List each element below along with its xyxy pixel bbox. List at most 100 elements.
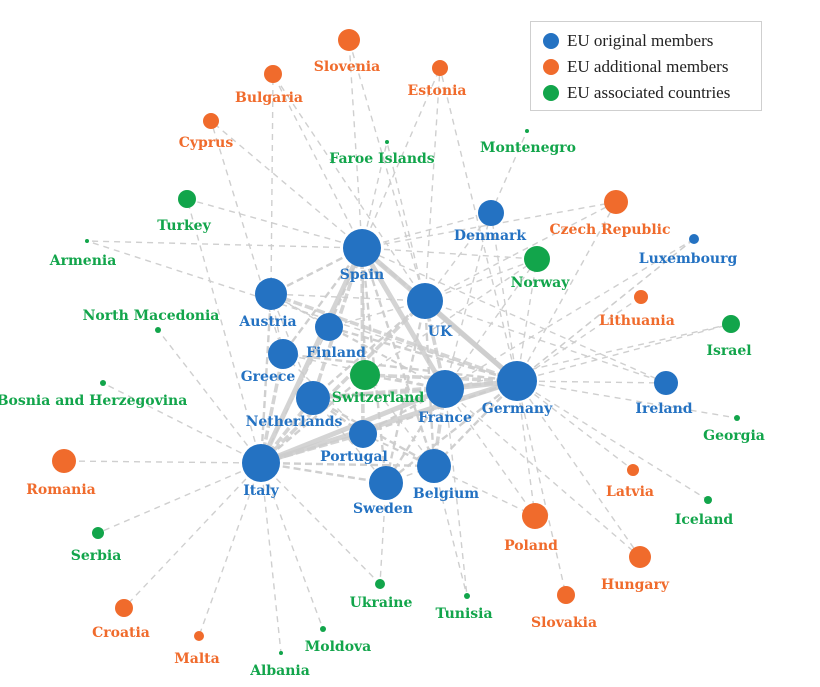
node-armenia <box>85 239 89 243</box>
node-label-faroe: Faroe Islands <box>329 151 435 167</box>
legend-marker-additional <box>543 59 559 75</box>
edge-norway-switzerland <box>364 258 538 376</box>
node-switzerland <box>350 360 380 390</box>
edge-germany-lithuania <box>516 296 642 382</box>
edge-spain-italy <box>258 246 365 465</box>
edge-germany-portugal <box>362 379 518 436</box>
edge-uk-austria <box>270 293 426 302</box>
edge-france-sweden <box>384 388 447 484</box>
edge-uk-faroe <box>386 141 426 302</box>
node-israel <box>722 315 740 333</box>
edge-greece-cyprus <box>210 120 284 355</box>
edge-portugal-poland <box>362 433 536 517</box>
node-label-croatia: Croatia <box>92 625 150 641</box>
node-label-romania: Romania <box>26 482 95 498</box>
node-bulgaria <box>264 65 282 83</box>
legend-marker-associated <box>543 85 559 101</box>
node-montenegro <box>525 129 529 133</box>
edge-france-israel <box>444 323 732 390</box>
edge-germany-belgium <box>433 380 518 467</box>
node-label-italy: Italy <box>243 483 279 499</box>
edge-spain-slovenia <box>348 39 363 249</box>
node-albania <box>279 651 283 655</box>
edge-denmark-france <box>444 212 492 390</box>
edge-ireland-spain <box>361 247 667 384</box>
node-faroe <box>385 140 389 144</box>
node-label-tunisia: Tunisia <box>435 606 492 622</box>
node-bosnia <box>100 380 106 386</box>
node-cyprus <box>203 113 219 129</box>
legend-marker-original <box>543 33 559 49</box>
edge-germany-hungary <box>516 380 641 558</box>
node-slovakia <box>557 586 575 604</box>
node-label-czech: Czech Republic <box>549 222 670 238</box>
edge-italy-sweden <box>260 461 387 485</box>
node-label-greece: Greece <box>241 369 296 385</box>
edge-italy-ukraine <box>260 462 381 585</box>
node-label-uk: UK <box>428 324 453 340</box>
node-austria <box>255 278 287 310</box>
edge-germany-czech <box>516 201 617 382</box>
node-moldova <box>320 626 326 632</box>
node-serbia <box>92 527 104 539</box>
node-label-iceland: Iceland <box>675 512 734 528</box>
node-georgia <box>734 415 740 421</box>
node-label-belgium: Belgium <box>413 486 479 502</box>
edge-luxembourg-france <box>444 238 695 390</box>
edge-germany-ireland <box>516 380 667 384</box>
node-label-finland: Finland <box>306 345 366 361</box>
edge-italy-croatia <box>123 462 262 609</box>
node-luxembourg <box>689 234 699 244</box>
node-label-moldova: Moldova <box>305 639 372 655</box>
node-label-bosnia: Bosnia and Herzegovina <box>0 393 187 409</box>
edge-spain-turkey <box>186 198 363 249</box>
edge-germany-iceland <box>516 380 709 501</box>
edge-uk-slovenia <box>348 39 426 302</box>
node-label-germany: Germany <box>482 401 553 417</box>
node-label-albania: Albania <box>249 663 310 679</box>
edge-germany-greece <box>282 352 518 383</box>
node-label-ukraine: Ukraine <box>350 595 413 611</box>
node-ireland <box>654 371 678 395</box>
node-label-slovenia: Slovenia <box>314 59 380 75</box>
node-turkey <box>178 190 196 208</box>
legend-item-additional: EU additional members <box>543 54 761 80</box>
node-label-armenia: Armenia <box>49 253 117 269</box>
edge-germany-armenia <box>86 240 518 382</box>
edge-uk-czech <box>424 201 617 302</box>
node-ukraine <box>375 579 385 589</box>
node-northmacedonia <box>155 327 161 333</box>
node-label-estonia: Estonia <box>408 83 467 99</box>
edge-italy-austria <box>259 293 273 464</box>
node-lithuania <box>634 290 648 304</box>
edge-uk-norway <box>424 258 538 302</box>
node-czech <box>604 190 628 214</box>
node-label-sweden: Sweden <box>353 501 413 517</box>
labels-layer: SpainUKGermanyFranceItalyNetherlandsAust… <box>0 59 765 679</box>
node-label-malta: Malta <box>174 651 219 667</box>
node-portugal <box>349 420 377 448</box>
node-germany <box>497 361 537 401</box>
node-label-bulgaria: Bulgaria <box>235 90 303 106</box>
node-netherlands <box>296 381 330 415</box>
node-label-montenegro: Montenegro <box>480 140 576 156</box>
edge-france-poland <box>444 388 536 517</box>
node-label-israel: Israel <box>706 343 751 359</box>
node-label-spain: Spain <box>340 267 384 283</box>
node-sweden <box>369 466 403 500</box>
node-croatia <box>115 599 133 617</box>
edge-germany-luxembourg <box>516 238 695 382</box>
node-tunisia <box>464 593 470 599</box>
edge-uk-germany <box>423 299 519 383</box>
edge-spain-cyprus <box>210 120 363 249</box>
nodes-layer <box>52 29 740 655</box>
node-poland <box>522 503 548 529</box>
node-label-luxembourg: Luxembourg <box>639 251 738 267</box>
node-label-lithuania: Lithuania <box>599 313 675 329</box>
edge-germany-austria <box>270 292 518 383</box>
legend-label-associated: EU associated countries <box>567 83 731 102</box>
node-finland <box>315 313 343 341</box>
node-label-poland: Poland <box>504 538 558 554</box>
node-greece <box>268 339 298 369</box>
node-malta <box>194 631 204 641</box>
